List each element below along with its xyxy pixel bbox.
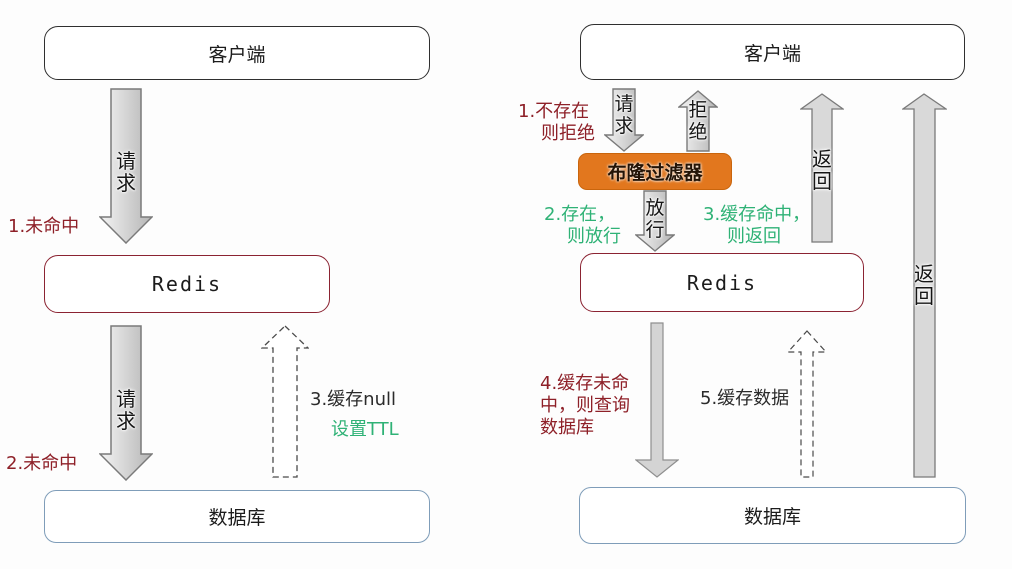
left-redis-label: Redis [151,272,223,296]
left-note-1-miss: 1.未命中 [8,216,80,237]
right-pass-arrow [635,190,675,252]
right-client-box: 客户端 [580,24,965,80]
left-request-arrow-1-label: 请求 [116,149,136,195]
left-note-3-cache-null: 3.缓存null [310,389,396,410]
left-database-box: 数据库 [44,490,430,543]
right-note-4-cache-miss-query: 4.缓存未命中，则查询数据库 [540,373,630,438]
right-query-db-arrow [635,322,679,478]
left-request-arrow-2-label: 请求 [116,387,136,433]
bloom-filter-box: 布隆过滤器 [578,153,732,190]
right-note-1-not-exist-reject: 1.不存在则拒绝 [518,101,595,144]
right-note-2-exist-pass: 2.存在，则放行 [544,204,621,247]
right-cache-data-dashed-arrow [787,330,827,478]
right-database-box: 数据库 [579,487,966,544]
left-cache-null-dashed-arrow [261,325,309,478]
bloom-filter-label: 布隆过滤器 [607,162,703,184]
right-return-arrow-mid [800,93,844,243]
left-client-label: 客户端 [208,43,266,66]
right-client-label: 客户端 [743,42,801,65]
left-request-arrow-2 [99,325,153,481]
left-database-label: 数据库 [208,507,266,529]
left-note-2-miss: 2.未命中 [6,453,78,474]
right-request-arrow [604,88,644,152]
right-reject-arrow [678,90,718,152]
left-redis-box: Redis [44,255,330,313]
right-database-label: 数据库 [743,506,801,528]
right-redis-box: Redis [580,253,864,312]
right-redis-label: Redis [686,270,758,295]
right-return-arrow-far [902,93,947,478]
right-return-arrow-far-label: 返回 [914,262,934,308]
left-note-3-set-ttl: 设置TTL [331,419,399,440]
left-request-arrow-1 [99,88,153,244]
right-request-arrow-label: 请求 [614,93,634,137]
left-client-box: 客户端 [44,26,430,80]
right-reject-arrow-label: 拒绝 [688,99,708,143]
right-return-arrow-mid-label: 返回 [812,147,832,193]
right-note-3-cache-hit-return: 3.缓存命中，则返回 [703,204,811,247]
right-pass-arrow-label: 放行 [645,197,665,241]
right-note-5-cache-data: 5.缓存数据 [700,388,790,409]
